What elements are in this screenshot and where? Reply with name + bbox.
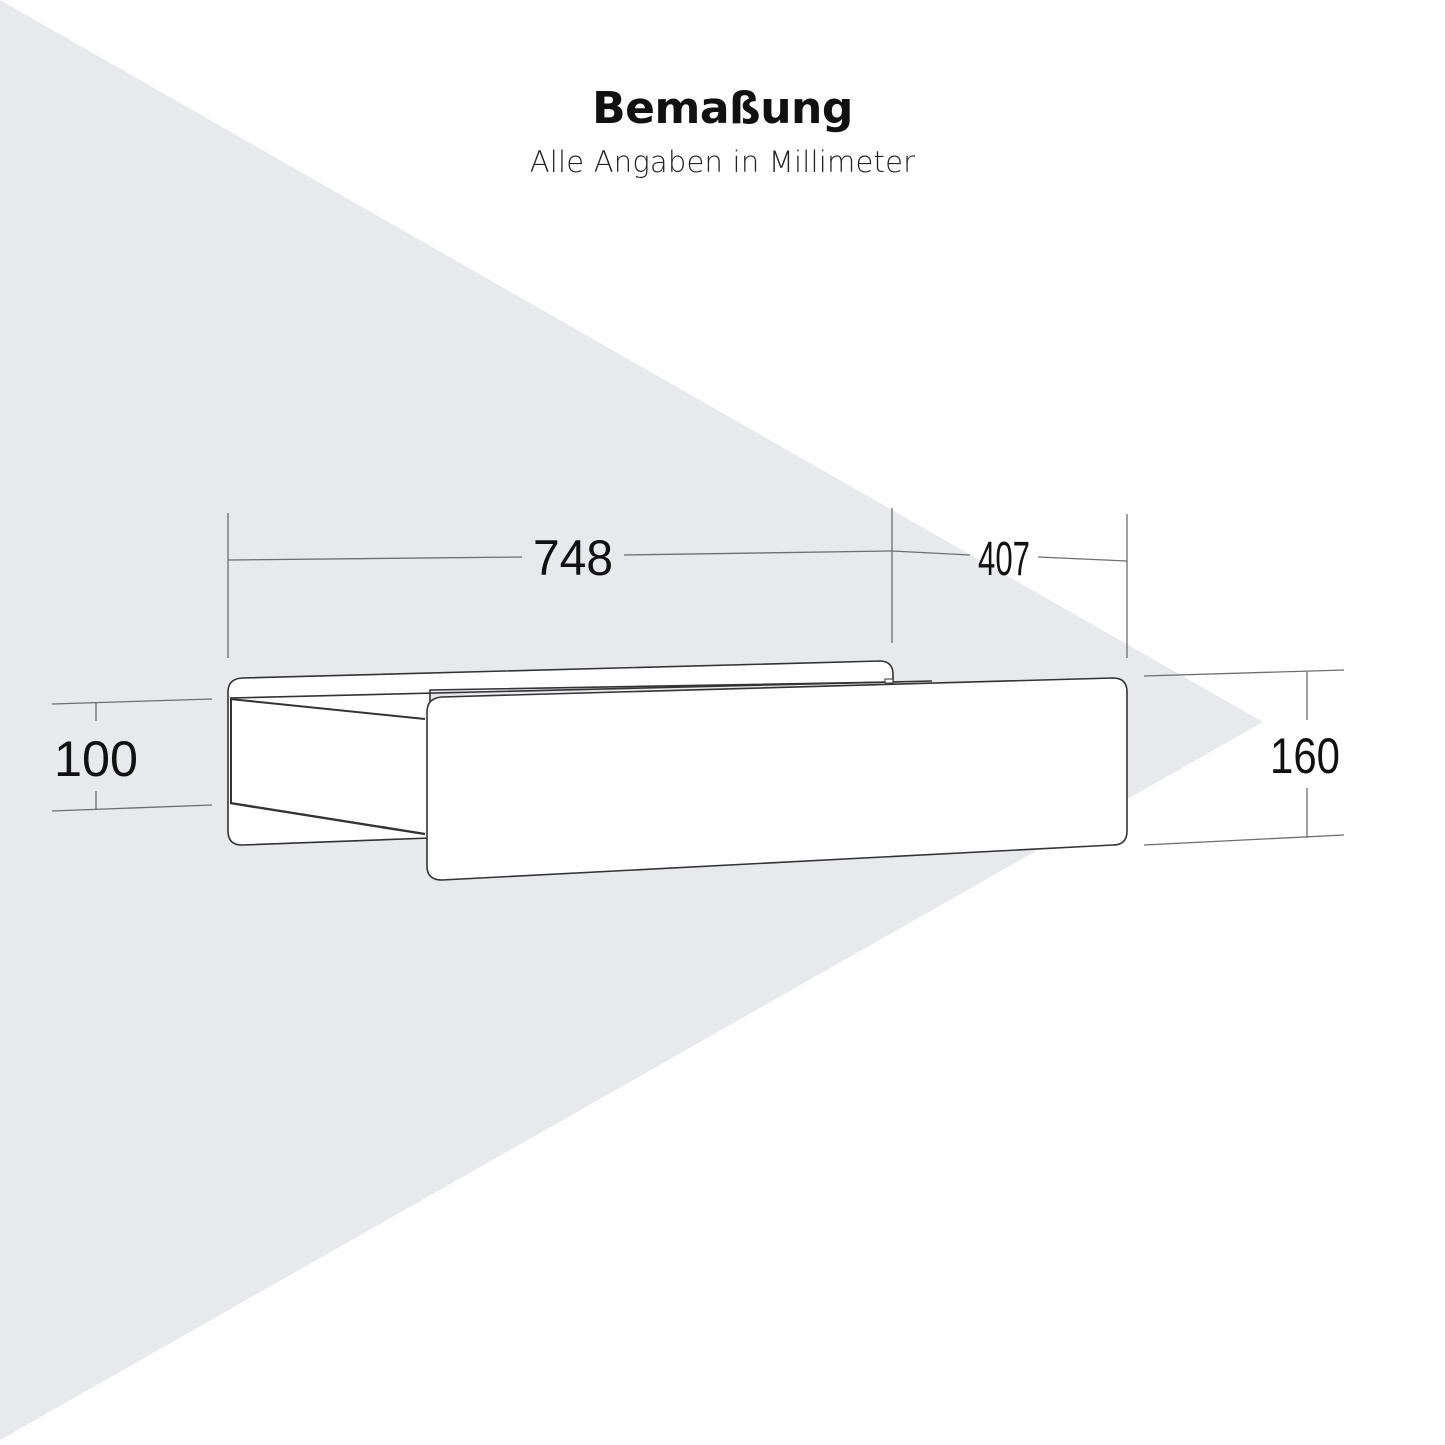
page-subtitle: Alle Angaben in Millimeter xyxy=(529,145,916,179)
drawer-body xyxy=(227,660,933,846)
depth-dimension-lines xyxy=(891,514,1128,658)
width-dimension-lines xyxy=(227,508,893,658)
front-height-dimension-label: 160 xyxy=(1270,728,1340,784)
depth-dimension-label: 407 xyxy=(978,533,1030,586)
drawer-front-panel xyxy=(426,677,1128,881)
drawer-back-panel xyxy=(227,660,894,846)
width-dimension-label: 748 xyxy=(533,530,613,586)
header: Bemaßung Alle Angaben in Millimeter xyxy=(0,78,1445,184)
side-height-dimension-label: 100 xyxy=(54,731,138,787)
page-title: Bemaßung xyxy=(592,83,853,134)
front-height-dimension-lines xyxy=(1143,669,1345,846)
side-height-dimension-lines xyxy=(51,698,213,812)
